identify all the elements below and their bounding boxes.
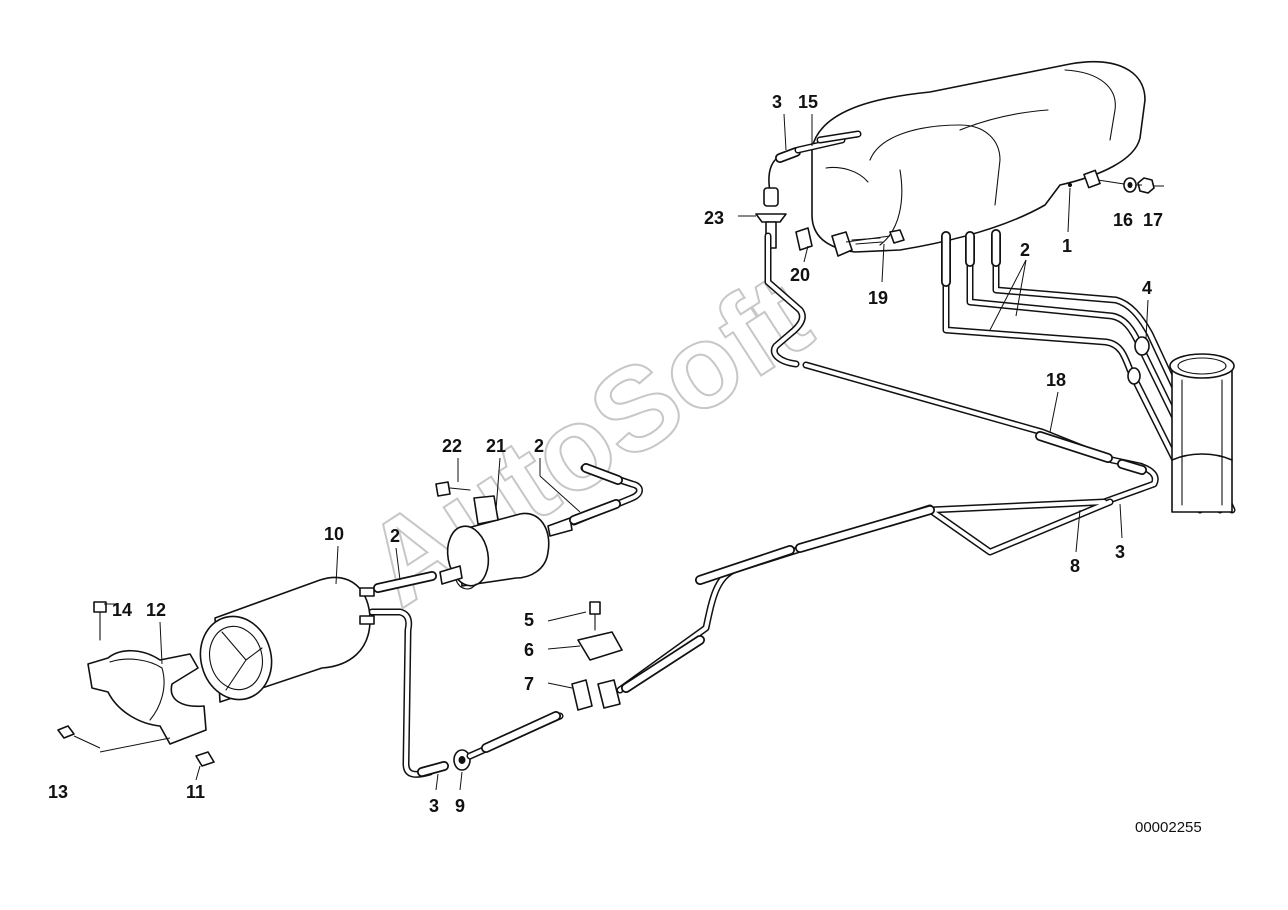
filter-clamp	[57, 601, 215, 767]
callout-12: 12	[146, 600, 166, 620]
filter-outlet-line	[368, 608, 564, 778]
callout-5: 5	[524, 610, 534, 630]
hose-2-upper	[569, 463, 643, 526]
hose-2-lower	[373, 571, 437, 593]
leaders	[159, 113, 1149, 791]
callout-1: 1	[1062, 236, 1072, 256]
vent-fittings	[768, 130, 862, 193]
callout-20: 20	[790, 265, 810, 285]
vent-line-left	[764, 232, 806, 368]
callout-16: 16	[1113, 210, 1133, 230]
callout-8: 8	[1070, 556, 1080, 576]
callout-3-top: 3	[772, 92, 782, 112]
fuel-tank	[811, 60, 1146, 253]
callout-2-upper: 2	[534, 436, 544, 456]
fuel-line-8	[616, 498, 1114, 694]
callout-23: 23	[704, 208, 724, 228]
callout-3-right: 3	[1115, 542, 1125, 562]
callout-14: 14	[112, 600, 132, 620]
filler-neck	[1169, 353, 1235, 513]
vent-valve	[738, 187, 787, 249]
callout-11: 11	[186, 782, 205, 802]
callout-13: 13	[48, 782, 68, 802]
callout-6: 6	[524, 640, 534, 660]
callout-2-tank: 2	[1020, 240, 1030, 260]
callout-17: 17	[1143, 210, 1163, 230]
callout-21: 21	[486, 436, 506, 456]
callout-4: 4	[1142, 278, 1152, 298]
document-number: 00002255	[1135, 819, 1202, 836]
callouts: 3 15 23 20 19 16 17 1 2 4 18 8 3 22 21 2…	[48, 92, 1202, 836]
callout-19: 19	[868, 288, 888, 308]
fuel-line-18	[802, 361, 1159, 506]
callout-3-bottom: 3	[429, 796, 439, 816]
callout-10: 10	[324, 524, 344, 544]
callout-2-lower: 2	[390, 526, 400, 546]
tank-fasteners	[1067, 169, 1164, 194]
tank-feed-lines	[941, 229, 1236, 514]
tank-bracket	[795, 227, 905, 257]
callout-15: 15	[798, 92, 818, 112]
callout-9: 9	[455, 796, 465, 816]
callout-7: 7	[524, 674, 534, 694]
callout-18: 18	[1046, 370, 1066, 390]
line-clip	[547, 601, 623, 711]
fuel-filter	[199, 576, 375, 703]
fuel-pump	[435, 481, 573, 590]
callout-22: 22	[442, 436, 462, 456]
